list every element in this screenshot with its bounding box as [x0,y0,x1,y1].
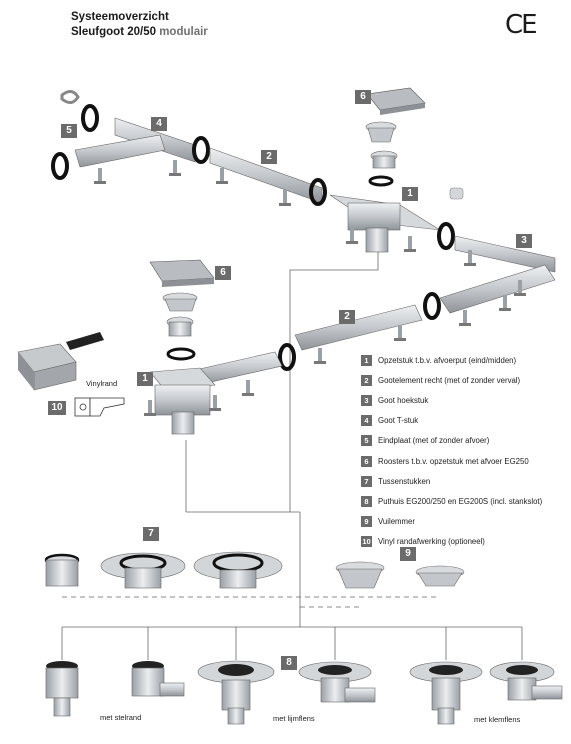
title-line-1: Systeemoverzicht [71,11,169,23]
legend-text: Gootelement recht (met of zonder verval) [378,375,521,385]
legend-number: 6 [361,455,372,467]
end-plate-icon [60,90,80,104]
title-product: Sleufgoot 20/50 [71,26,156,38]
legend-number: 3 [361,394,372,406]
ce-mark: CE [505,10,538,40]
badge-3: 3 [516,234,532,248]
drain-box-lower [144,351,283,435]
badge-2-upper: 2 [261,150,277,164]
title-line-2: Sleufgoot 20/50 modulair [71,25,208,40]
badge-4: 4 [151,117,167,131]
legend-text: Goot hoekstuk [378,395,429,405]
legend-item: 10 Vinyl randafwerking (optioneel) [361,532,566,552]
legend-number: 8 [361,495,372,507]
badge-5: 5 [61,124,77,138]
legend-text: Vuilemmer [378,517,415,527]
corner-piece [439,235,556,326]
vinyl-profile-icon [74,397,125,417]
t-piece-upper [74,117,196,184]
legend-item: 6 Roosters t.b.v. opzetstuk met afvoer EG… [361,451,566,471]
straight-element-lower [294,304,423,351]
legend-number: 4 [361,415,372,427]
badge-9: 9 [400,547,416,561]
legend-number: 2 [361,374,372,386]
legend-number: 1 [361,354,372,366]
legend-text: Tussenstukken [378,476,431,486]
badge-1-upper: 1 [402,187,418,201]
grating-upper [366,87,426,115]
connector-lines [61,245,523,660]
legend-text: Vinyl randafwerking (optioneel) [378,537,485,547]
legend-text: Eindplaat (met of zonder afvoer) [378,436,490,446]
legend-text: Opzetstuk t.b.v. afvoerput (eind/midden) [378,355,517,365]
legend-item: 3 Goot hoekstuk [361,390,566,410]
badge-8: 8 [281,656,297,670]
legend-item: 1 Opzetstuk t.b.v. afvoerput (eind/midden… [361,350,566,370]
badge-10: 10 [48,401,66,415]
badge-1-lower: 1 [137,372,153,386]
badge-6-lower: 6 [215,266,231,280]
legend-item: 2 Gootelement recht (met of zonder verval… [361,370,566,390]
legend: 1 Opzetstuk t.b.v. afvoerput (eind/midden… [361,350,566,552]
title-suffix: modulair [159,26,208,38]
legend-number: 9 [361,516,372,528]
legend-number: 10 [361,536,372,548]
lijmflens-label: met lijmflens [273,714,315,723]
legend-text: Roosters t.b.v. opzetstuk met afvoer EG2… [378,456,529,466]
badge-6-upper: 6 [355,90,371,104]
legend-item: 7 Tussenstukken [361,471,566,491]
badge-7: 7 [143,527,159,541]
legend-item: 8 Puthuis EG200/250 en EG200S (incl. stan… [361,491,566,511]
legend-number: 7 [361,475,372,487]
drain-box-upper [329,194,441,253]
badge-2-lower: 2 [339,310,355,324]
legend-text: Goot T-stuk [378,416,419,426]
vinyl-edge [17,332,104,391]
grating-lower [149,259,215,287]
drain-housings [45,660,563,725]
page-title: Systeemoverzicht Sleufgoot 20/50 modulai… [71,10,208,40]
legend-item: 9 Vuilemmer [361,512,566,532]
legend-item: 4 Goot T-stuk [361,411,566,431]
sludge-buckets [335,561,465,589]
legend-number: 5 [361,435,372,447]
intermediate-pieces [44,551,283,589]
legend-text: Puthuis EG200/250 en EG200S (incl. stank… [378,496,543,506]
klemflens-label: met klemflens [474,715,521,724]
legend-item: 5 Eindplaat (met of zonder afvoer) [361,431,566,451]
vinylrand-label: Vinylrand [86,379,118,388]
stelrand-label: met stelrand [100,713,142,722]
